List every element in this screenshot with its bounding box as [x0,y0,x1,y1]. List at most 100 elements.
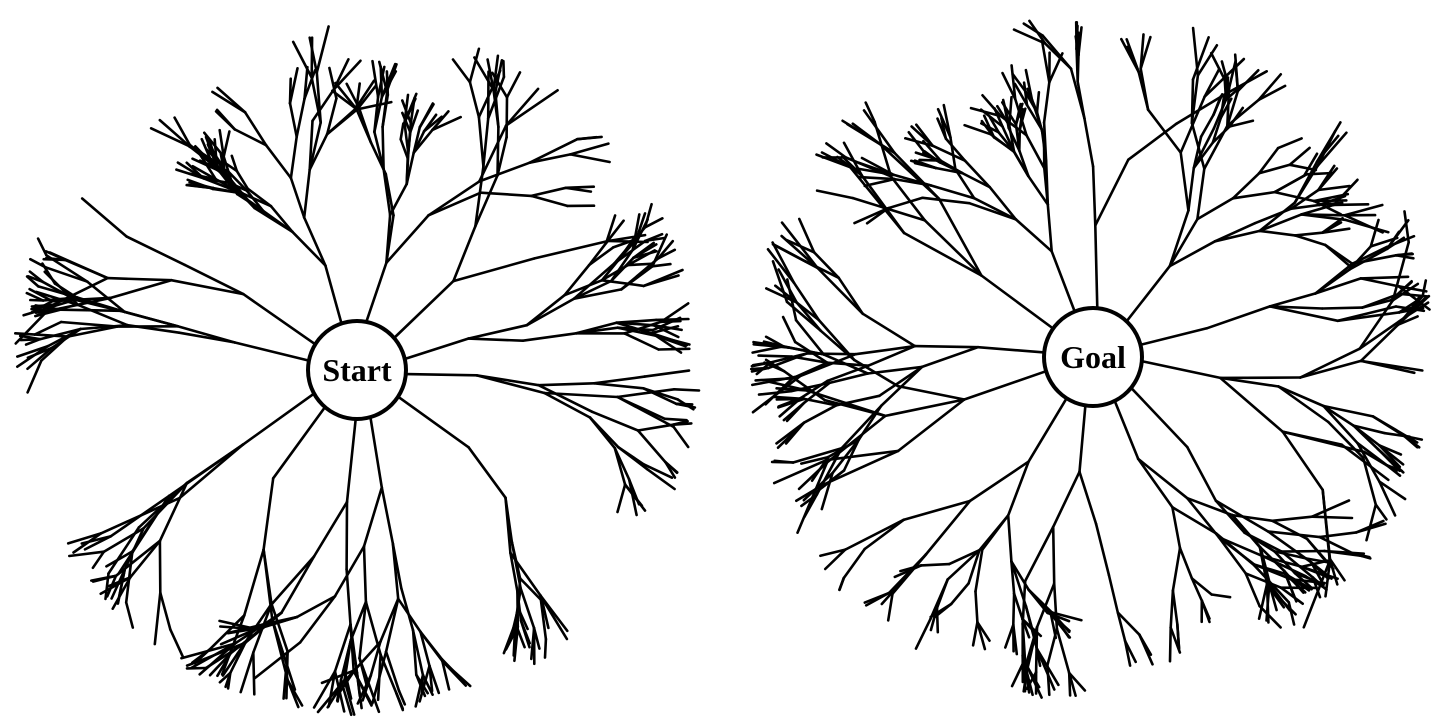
goal-tree-branch [837,276,865,316]
start-tree-branch [243,111,268,147]
goal-tree-branch [887,553,928,595]
goal-tree-branch [1376,447,1405,474]
start-tree-branch [619,236,636,259]
goal-tree-branch [1305,537,1335,571]
start-tree-branch [262,548,273,606]
goal-tree-branch [1340,443,1390,482]
goal-tree-branch [1257,146,1280,175]
start-tree-branch [129,539,162,579]
goal-tree-branch [1024,68,1034,102]
goal-tree-branch [976,620,987,651]
start-tree-branch [502,59,506,79]
goal-tree-branch [1276,137,1303,150]
goal-tree-branch [1013,82,1029,107]
goal-tree-branch [1025,133,1046,170]
start-tree-branch [262,476,275,551]
goal-tree-branch [878,365,924,398]
goal-tree-branch [1402,434,1421,449]
start-tree-branch [627,478,638,517]
goal-tree-branch [1027,396,1068,463]
start-tree-branch [504,87,540,127]
start-tree-branch [355,84,378,111]
start-tree-branch [385,70,390,97]
goal-tree-branch [866,344,917,368]
start-tree-branch [302,168,312,219]
start-tree-branch [303,65,309,100]
goal-tree-branch [799,379,829,400]
start-tree-branch [124,601,135,629]
goal-node-label: Goal [1060,339,1126,375]
start-tree-branch [271,405,327,480]
start-tree-branch [419,630,444,661]
start-tree-branch [361,674,373,702]
start-tree-branch [518,577,544,603]
goal-tree-branch [1352,424,1387,435]
goal-tree-branch [1219,376,1280,388]
goal-tree-branch [896,398,966,453]
start-tree-branch [519,587,536,630]
goal-tree-branch [1205,305,1272,330]
goal-tree-branch [1261,554,1307,578]
start-tree-branch [53,282,82,302]
goal-tree-branch [1348,245,1373,271]
goal-tree-branch [825,142,848,159]
start-tree-branch [537,383,594,414]
start-tree-branch [208,178,231,185]
goal-tree-branch [910,125,934,147]
goal-tree-branch [1356,441,1381,483]
goal-tree-branch [1397,284,1428,293]
start-tree-branch [649,331,689,347]
start-tree-branch [332,59,362,91]
goal-tree-branch [1268,292,1317,308]
start-tree-branch [380,62,397,99]
goal-tree-branch [1300,558,1332,569]
start-tree-branch [233,128,268,147]
start-tree-branch [600,256,622,282]
goal-tree-branch [757,354,794,358]
start-tree-branch [386,63,398,91]
start-tree-branch [222,130,231,158]
start-tree-branch [604,219,625,245]
goal-tree-branch [1378,480,1407,501]
goal-tree-branch [1421,279,1428,298]
start-tree-branch [73,298,127,314]
start-tree-branch [25,275,40,288]
start-tree-branch [253,641,302,680]
goal-tree-branch [967,548,981,585]
start-tree-branch [173,116,191,146]
start-tree-branch [246,187,273,208]
goal-tree-branch [1138,633,1153,657]
goal-tree-branch [1171,589,1179,626]
start-tree-branch [221,652,239,677]
start-tree-branch [343,678,356,716]
start-tree-branch [261,209,294,234]
goal-tree-branch [1078,470,1098,526]
goal-tree-branch [784,421,806,445]
start-tree-branch [219,152,227,177]
goal-tree-branches [749,19,1431,699]
goal-tree-branch [1226,98,1260,128]
goal-tree-branch [989,133,1016,154]
goal-tree-branch [980,274,1055,330]
start-tree-branch [521,331,578,343]
start-tree-branch [176,324,236,344]
goal-tree-branch [1067,671,1072,697]
start-tree-branch [345,567,352,626]
start-tree-branch [33,320,63,336]
goal-tree-branch [1226,86,1231,128]
start-tree-branch [467,445,507,500]
goal-tree-branch [999,114,1028,137]
goal-tree-branch [1006,460,1030,517]
goal-tree-branch [1140,359,1222,380]
start-tree-branch [671,419,689,427]
goal-tree-branch [1358,315,1408,351]
goal-tree-branch [863,591,891,604]
goal-tree-branch [1209,51,1231,90]
goal-tree-branch [851,122,882,146]
goal-tree-branch [861,312,917,348]
start-tree-branch [656,239,675,260]
start-tree-branch [308,119,314,171]
start-tree-branch [191,164,218,181]
start-tree-branch [339,678,353,717]
start-tree-branch [38,327,82,341]
